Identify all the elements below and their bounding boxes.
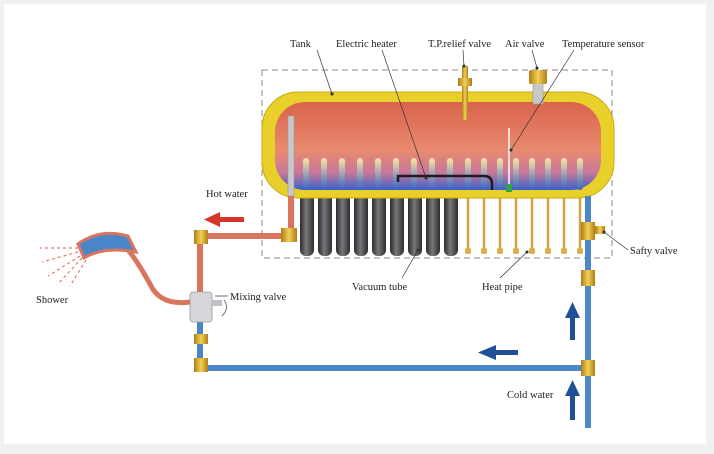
hot-water-arrow <box>204 212 244 227</box>
hot-water-riser <box>287 115 295 197</box>
hot-water-pipe <box>197 196 294 292</box>
label-electric-heater: Electric heater <box>336 39 397 50</box>
vacuum-tubes <box>300 190 458 256</box>
mixing-valve <box>189 291 228 323</box>
label-cold-water: Cold water <box>507 390 554 401</box>
tank-interior <box>275 102 601 190</box>
electric-heater-element <box>396 174 494 190</box>
leader-lines <box>215 49 629 297</box>
shower-spray <box>40 247 87 287</box>
cold-flow-arrow-up-1 <box>565 302 580 340</box>
shower-head <box>76 231 139 261</box>
cold-flow-arrow-left <box>478 345 518 360</box>
label-vacuum-tube: Vacuum tube <box>352 282 407 293</box>
label-temperature-sensor: Temperature sensor <box>562 39 645 50</box>
label-hot-water: Hot water <box>206 189 248 200</box>
label-tank: Tank <box>290 39 312 50</box>
tp-relief-valve <box>458 66 472 120</box>
heat-pipe-bulbs <box>465 248 583 254</box>
heat-pipes <box>466 190 582 252</box>
label-tp-relief-valve: T.P.relief valve <box>428 39 491 50</box>
label-safety-valve: Safty valve <box>630 246 678 257</box>
tank-fins <box>303 158 583 190</box>
label-shower: Shower <box>36 295 69 306</box>
label-heat-pipe: Heat pipe <box>482 282 523 293</box>
air-valve <box>529 70 547 105</box>
cold-flow-arrow-up-2 <box>565 380 580 420</box>
label-air-valve: Air valve <box>505 39 545 50</box>
label-mixing-valve: Mixing valve <box>230 292 287 303</box>
